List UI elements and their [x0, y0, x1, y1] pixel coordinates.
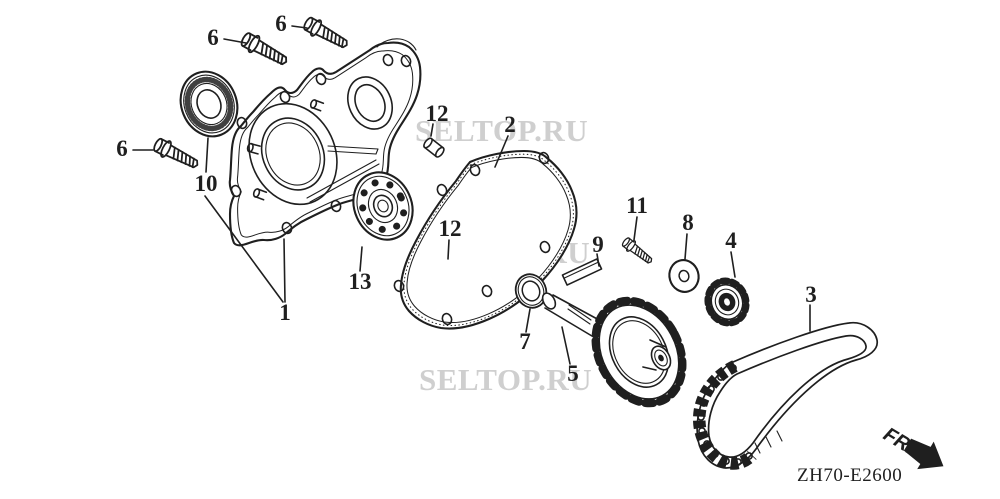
bolt-11 — [619, 235, 656, 268]
callout-sprocket-4: 4 — [725, 228, 737, 253]
watermark-text: SELTOP.RU — [415, 113, 588, 148]
key-9 — [561, 258, 603, 286]
callout-oil-seal-10: 10 — [195, 171, 218, 196]
callout-bolt-6: 6 — [207, 25, 219, 50]
sprocket-4 — [704, 277, 750, 327]
washer-7 — [514, 273, 548, 309]
cover-1 — [228, 38, 422, 247]
leader-lines — [132, 25, 811, 365]
callout-pin-12: 12 — [439, 216, 462, 241]
callout-bolt-6: 6 — [275, 11, 287, 36]
fr-arrow-icon — [903, 438, 944, 470]
bolt-6-top-right — [300, 13, 352, 54]
callout-cover-1: 1 — [279, 300, 291, 325]
callout-bolt-6: 6 — [116, 136, 128, 161]
watermark-text: SELTOP.RU — [419, 362, 592, 397]
callout-pin-12: 12 — [426, 101, 449, 126]
chain-3 — [693, 321, 879, 470]
bolt-6-top-left — [237, 29, 292, 71]
callout-gasket-2: 2 — [504, 112, 516, 137]
oil-seal-10 — [179, 70, 239, 138]
bolt-6-left — [150, 134, 203, 174]
callout-chain-3: 3 — [805, 282, 817, 307]
callout-bearing-13: 13 — [349, 269, 372, 294]
callout-shaft-5: 5 — [567, 361, 579, 386]
diagram-code: ZH70-E2600 — [797, 465, 902, 486]
callout-washer-7: 7 — [519, 329, 531, 354]
callout-bolt-11: 11 — [626, 193, 648, 218]
washer-8 — [668, 259, 700, 293]
sprocket-large — [591, 296, 687, 408]
bearing-13 — [352, 171, 414, 241]
callout-key-9: 9 — [592, 232, 604, 257]
callout-washer-8: 8 — [682, 210, 694, 235]
